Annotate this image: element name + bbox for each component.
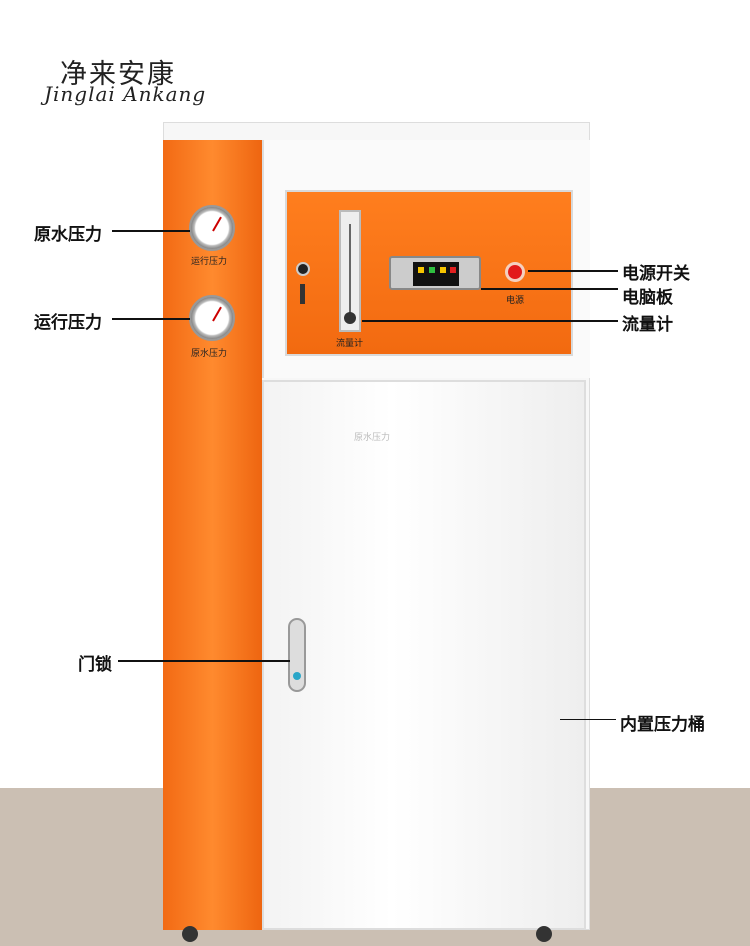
control-board[interactable]: [389, 256, 481, 290]
leader-line: [528, 270, 618, 272]
display-screen: [413, 262, 459, 286]
key-icon: [300, 284, 305, 304]
brand-name-cn: 净来安康: [60, 59, 176, 90]
lock-icon: [293, 672, 301, 680]
callout-raw-water-pressure: 原水压力: [34, 225, 102, 245]
flowmeter: [339, 210, 361, 332]
wheel-icon: [182, 926, 198, 942]
callout-door-lock: 门锁: [78, 655, 112, 675]
cabinet-door: [262, 380, 586, 930]
callout-pressure-tank: 内置压力桶: [620, 715, 705, 735]
leader-line: [112, 318, 190, 320]
power-button[interactable]: [505, 262, 525, 282]
callout-flowmeter: 流量计: [622, 315, 673, 335]
door-lock-handle[interactable]: [288, 618, 306, 692]
gauge-bottom-label: 原水压力: [191, 349, 228, 359]
door-watermark: 原水压力: [354, 433, 391, 443]
leader-line: [112, 230, 190, 232]
pressure-gauge-top: [189, 205, 235, 251]
leader-line: [481, 288, 618, 290]
key-switch-icon: [296, 262, 310, 276]
callout-power-switch: 电源开关: [622, 264, 690, 284]
pressure-gauge-bottom: [189, 295, 235, 341]
callout-control-board: 电脑板: [622, 288, 673, 308]
flowmeter-tube: [349, 224, 351, 314]
orange-side-strip: [163, 140, 262, 930]
leader-line: [560, 719, 616, 720]
flowmeter-label: 流量计: [336, 339, 364, 349]
gauge-top-label: 运行压力: [191, 257, 228, 267]
leader-line: [362, 320, 618, 322]
wheel-icon: [536, 926, 552, 942]
flowmeter-valve-icon: [344, 312, 356, 324]
callout-operating-pressure: 运行压力: [34, 313, 102, 333]
power-label: 电源: [506, 296, 525, 306]
brand-name-en: Jinglai Ankang: [44, 82, 207, 106]
leader-line: [118, 660, 290, 662]
